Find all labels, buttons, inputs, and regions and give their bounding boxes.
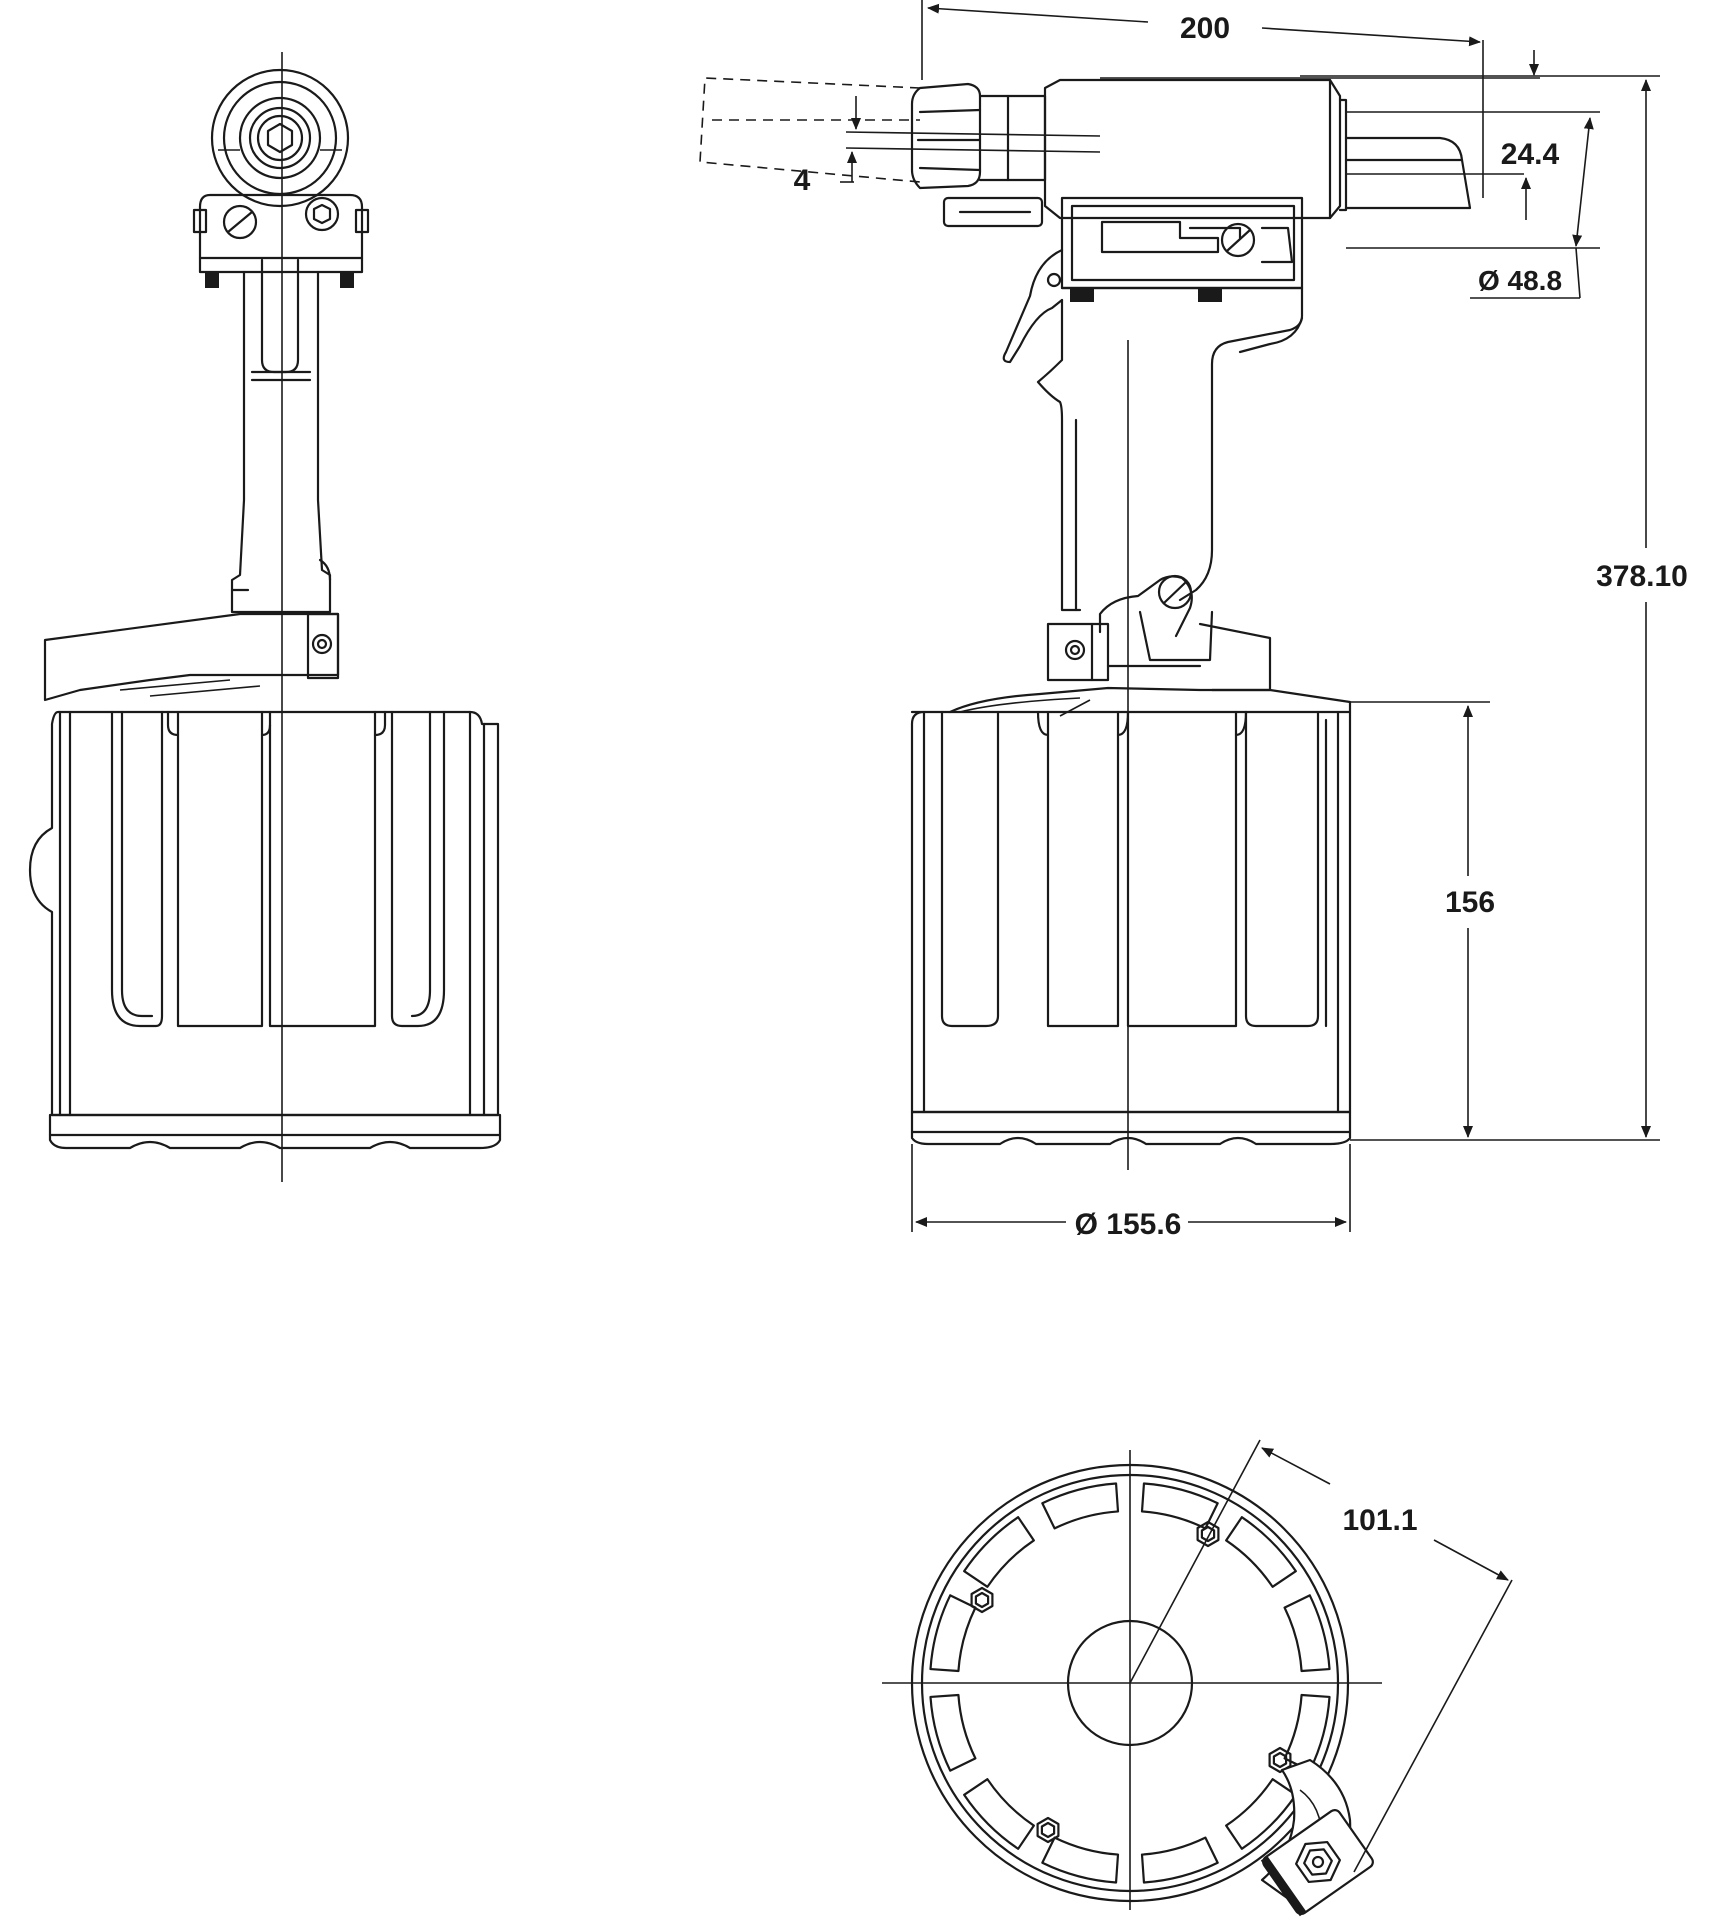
hex-bolt — [1040, 1821, 1056, 1839]
slot — [1283, 1693, 1331, 1772]
slot — [963, 1778, 1035, 1850]
front-view — [28, 52, 502, 1182]
hex-bolt — [974, 1591, 990, 1609]
hex-bolt — [1268, 1746, 1292, 1774]
dim-reservoir-diameter-label: Ø 155.6 — [1075, 1208, 1182, 1241]
dimension-labels: 200 24.4 4 Ø 48.8 378.10 156 Ø 155.6 101… — [794, 12, 1688, 1537]
slot — [1140, 1836, 1219, 1884]
slot — [1283, 1594, 1331, 1673]
dim-total-height-label: 378.10 — [1596, 560, 1688, 593]
dim-head-diameter-label: Ø 48.8 — [1478, 265, 1562, 296]
slot — [929, 1693, 977, 1772]
dim-offset-label: 24.4 — [1501, 138, 1560, 171]
slot — [1225, 1516, 1297, 1588]
hex-bolt — [1200, 1525, 1216, 1543]
dim-stroke-label: 4 — [794, 164, 811, 197]
bottom-view — [882, 1439, 1382, 1917]
side-view — [699, 77, 1472, 1170]
hex-bolt — [1036, 1816, 1060, 1844]
dim-length-label: 200 — [1180, 12, 1230, 45]
hex-bolt — [1196, 1520, 1220, 1548]
dim-radius-reach-label: 101.1 — [1342, 1504, 1417, 1537]
dim-reservoir-height-label: 156 — [1445, 886, 1495, 919]
slot — [963, 1516, 1035, 1588]
hex-bolt — [970, 1586, 994, 1614]
slot — [1225, 1778, 1297, 1850]
dimension-lines — [840, 0, 1660, 1873]
slot — [1041, 1482, 1120, 1530]
hex-bolt — [1272, 1751, 1288, 1769]
